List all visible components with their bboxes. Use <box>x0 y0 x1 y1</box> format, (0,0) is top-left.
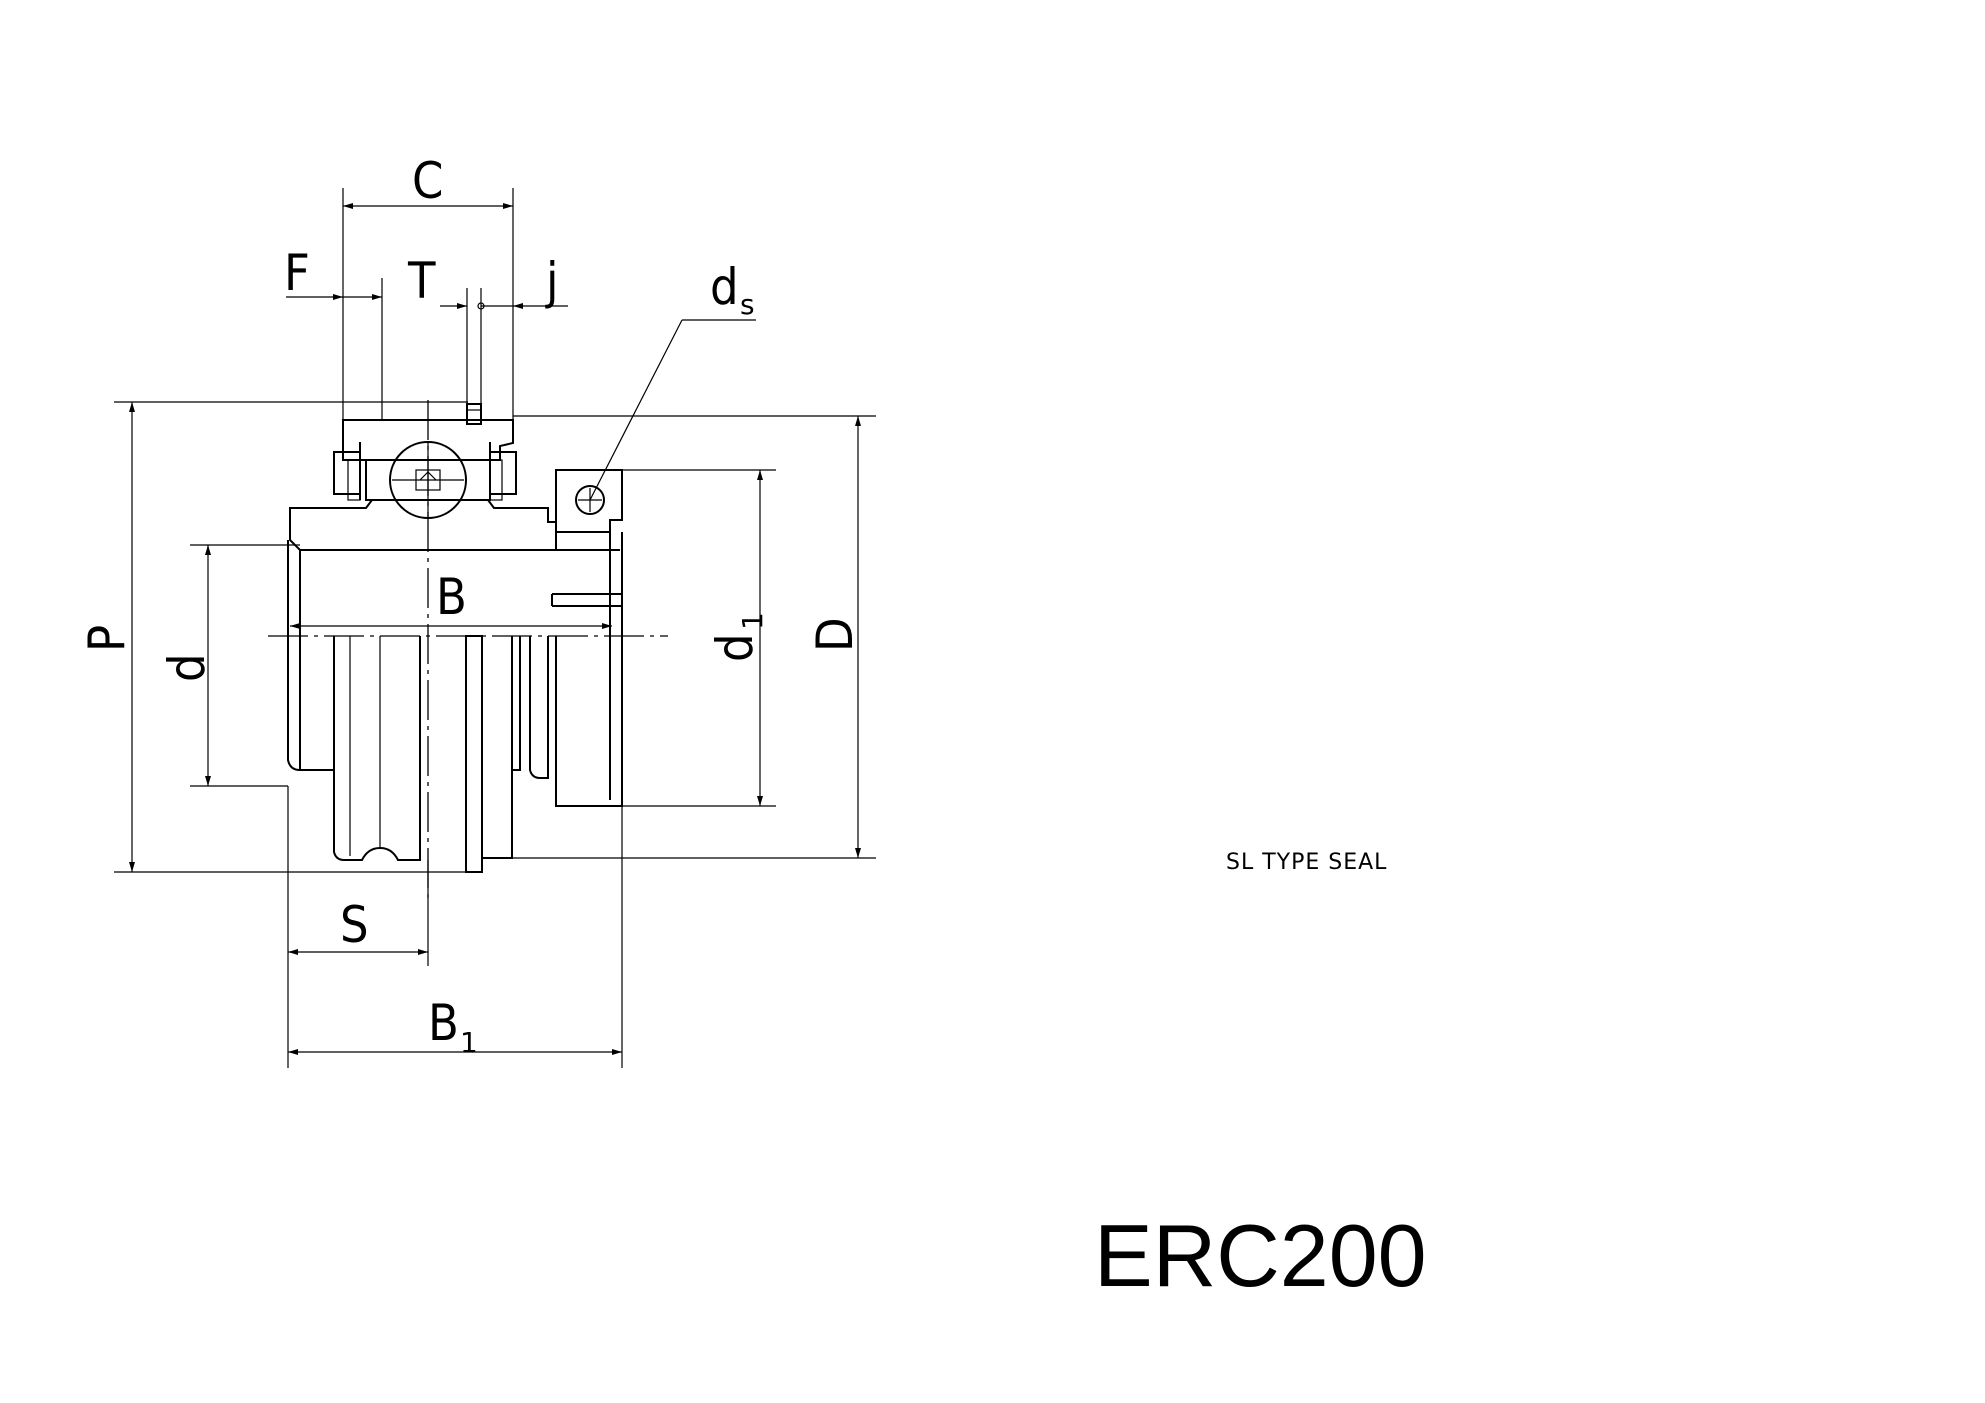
dimension-d <box>190 544 300 787</box>
dimension-j <box>481 303 568 309</box>
label-big-d: D <box>806 617 864 652</box>
lower-half-view <box>287 635 623 873</box>
label-j: j <box>545 252 559 310</box>
label-b1-main: B <box>428 994 459 1052</box>
label-s: S <box>340 896 369 954</box>
dimension-c <box>342 188 514 420</box>
label-c: C <box>412 152 443 210</box>
dimension-ds <box>589 319 756 501</box>
dimension-d1 <box>622 469 776 807</box>
label-p: P <box>78 625 136 652</box>
model-number: ERC200 <box>1094 1206 1427 1305</box>
inner-ring-section <box>289 499 557 551</box>
label-ds-sub: s <box>740 288 755 321</box>
label-d: d <box>158 653 216 682</box>
dimension-f <box>286 278 383 420</box>
label-d1-sub: 1 <box>736 612 769 630</box>
label-t: T <box>407 252 436 310</box>
centerlines <box>268 400 668 900</box>
label-ds-main: d <box>710 258 739 316</box>
seal-type-note: SL TYPE SEAL <box>1226 850 1387 875</box>
dimension-big-d <box>512 415 876 859</box>
dimension-b <box>290 623 612 629</box>
ball-and-cage <box>365 441 491 519</box>
dimension-p <box>114 401 468 873</box>
locking-collar-section <box>555 469 623 533</box>
label-d1-main: d <box>706 633 764 662</box>
dimension-t <box>440 288 485 404</box>
seals-top <box>333 442 517 501</box>
dimension-b1 <box>288 806 623 1068</box>
label-b1-sub: 1 <box>460 1026 478 1059</box>
label-b: B <box>436 568 467 626</box>
label-f: F <box>284 244 310 302</box>
dimension-s <box>287 786 429 1068</box>
